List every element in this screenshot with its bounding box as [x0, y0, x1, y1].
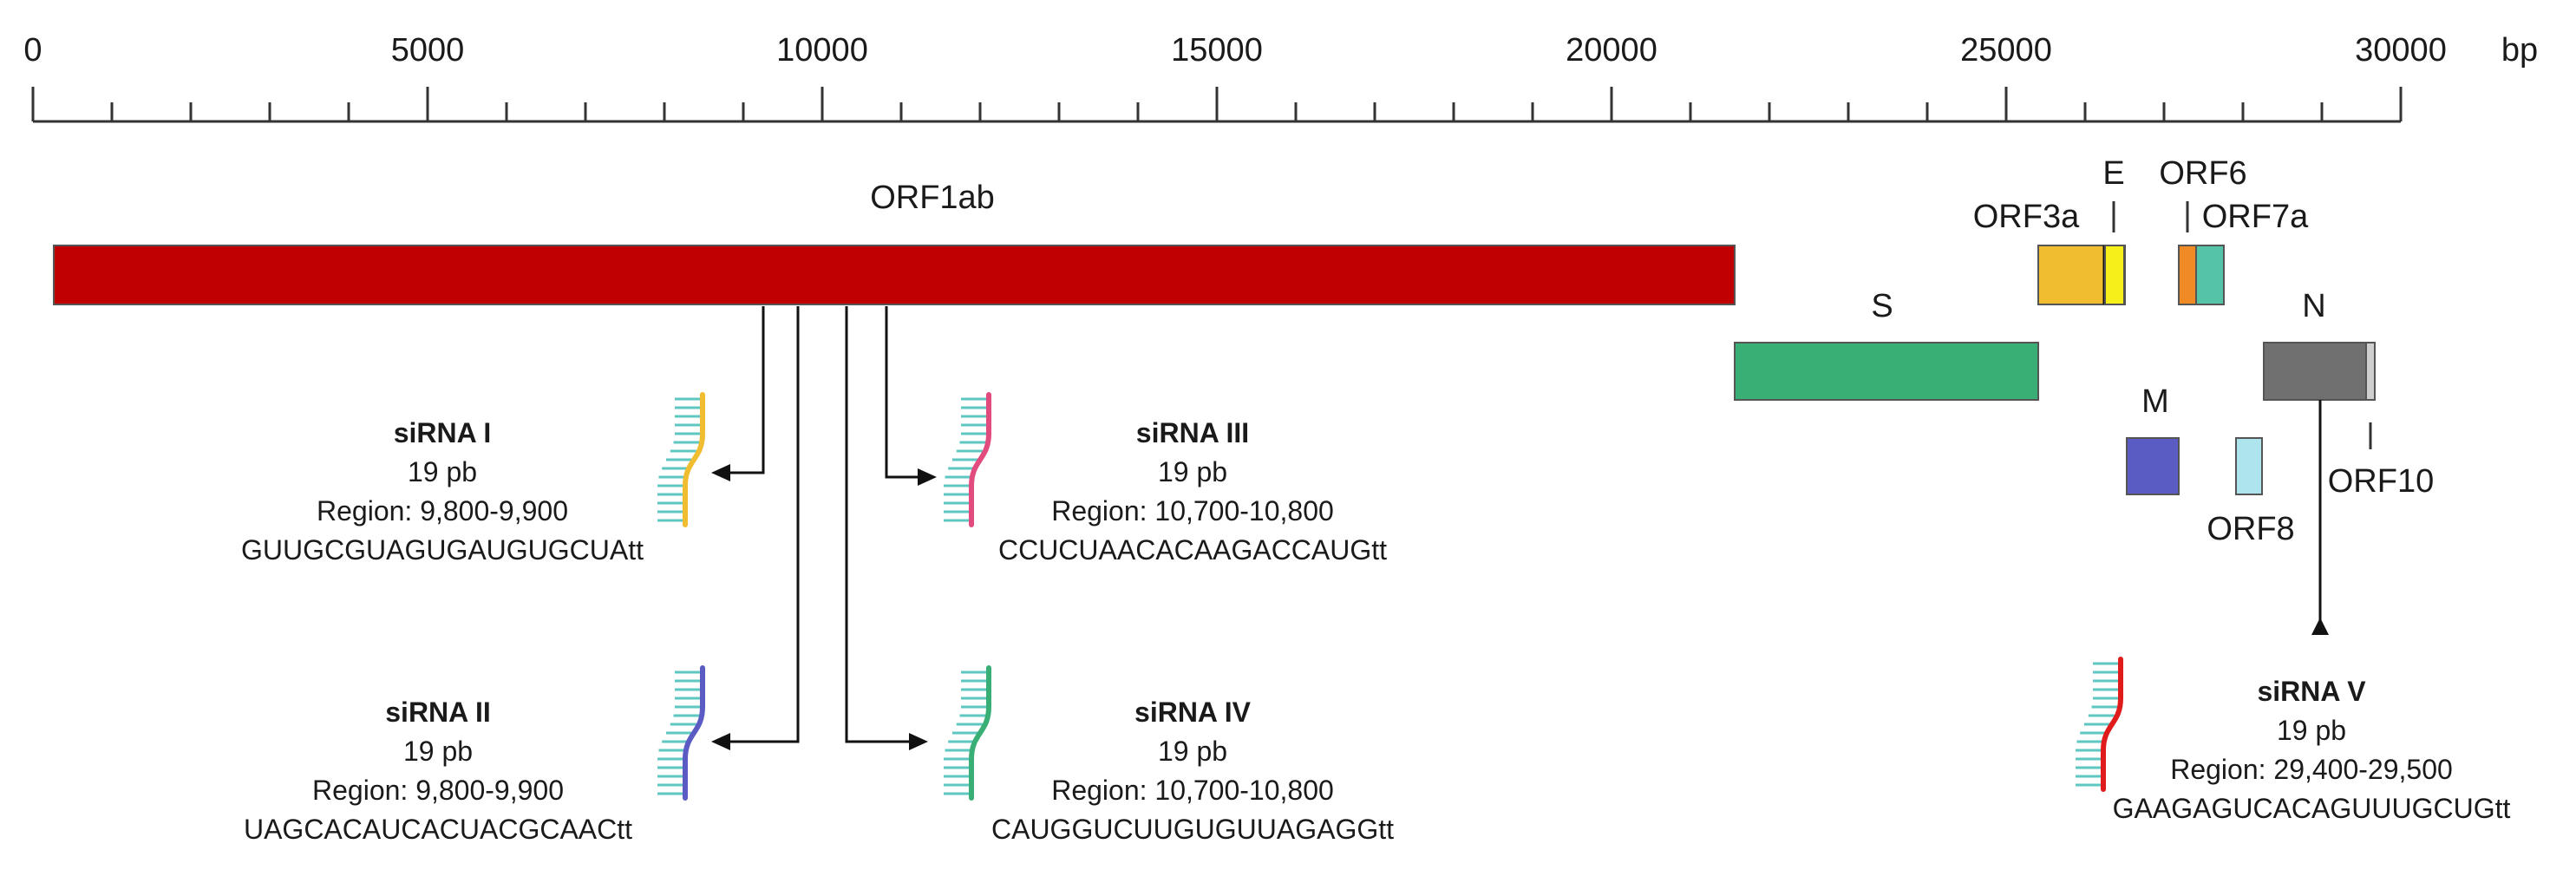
- gene-orf8: [2235, 437, 2263, 495]
- tick-label-0: 0: [23, 32, 42, 69]
- sirna-glyph-sirna-ii: [657, 665, 705, 801]
- tick-label-5000: 5000: [391, 32, 465, 69]
- gene-label-orf10: ORF10: [2328, 463, 2434, 500]
- arrowhead-siRNA-IV: [909, 733, 928, 750]
- arrowhead-siRNA-II: [711, 733, 730, 750]
- gene-label-orf6: ORF6: [2159, 155, 2246, 192]
- sirna-II-title: siRNA II: [385, 697, 491, 728]
- tick-label-20000: 20000: [1566, 32, 1657, 69]
- sirna-V-length: 19 pb: [2277, 715, 2346, 746]
- gene-label-orf7a: ORF7a: [2202, 199, 2309, 235]
- gene-label-n: N: [2302, 288, 2325, 324]
- sirna-II-length: 19 pb: [403, 736, 473, 767]
- sirna-IV-sequence: CAUGGUCUUGUGUUAGAGGtt: [991, 814, 1394, 845]
- sirna-IV-region: Region: 10,700-10,800: [1051, 775, 1334, 806]
- gene-label-orf8: ORF8: [2207, 511, 2294, 547]
- genes: ORF1ab S ORF3a E ORF6 ORF7a M ORF8 N ORF…: [53, 155, 2434, 547]
- connector-siRNA-II: [729, 306, 800, 743]
- sirna-III-region: Region: 10,700-10,800: [1051, 495, 1334, 527]
- sirna-III-title: siRNA III: [1136, 417, 1249, 448]
- gene-s: [1734, 342, 2039, 401]
- sirna-I-region: Region: 9,800-9,900: [317, 495, 568, 527]
- axis-ticks: [31, 87, 2403, 121]
- sirna-glyph-sirna-iii: [944, 392, 991, 527]
- gene-m: [2126, 437, 2180, 495]
- sirna-glyph-sirna-v: [2076, 657, 2123, 792]
- gene-label-m: M: [2141, 383, 2169, 420]
- sirna-I-sequence: GUUGCGUAGUGAUGUGCUAtt: [241, 534, 644, 566]
- sirna-II-region: Region: 9,800-9,900: [312, 775, 564, 806]
- arrowhead-siRNA-V: [2311, 618, 2329, 635]
- gene-label-orf3a: ORF3a: [1973, 199, 2080, 235]
- sirna-V-title: siRNA V: [2257, 676, 2366, 707]
- sirna-annotations: siRNA I 19 pb Region: 9,800-9,900 GUUGCG…: [241, 417, 2510, 845]
- sirna-glyphs: [657, 392, 2123, 801]
- gene-label-s: S: [1871, 288, 1893, 324]
- sirna-I-length: 19 pb: [408, 456, 477, 487]
- gene-orf1ab: [53, 245, 1736, 305]
- tick-label-30000: 30000: [2355, 32, 2447, 69]
- tick-label-25000: 25000: [1960, 32, 2052, 69]
- sirna-II-sequence: UAGCACAUCACUACGCAACtt: [244, 814, 632, 845]
- gene-label-orf1ab: ORF1ab: [870, 180, 995, 216]
- sirna-glyph-sirna-iv: [944, 665, 991, 801]
- sirna-V-sequence: GAAGAGUCACAGUUUGCUGtt: [2113, 793, 2511, 824]
- connector-siRNA-III: [885, 306, 919, 479]
- gene-n: [2263, 342, 2367, 401]
- connector-siRNA-I: [729, 306, 765, 474]
- sirna-IV-title: siRNA IV: [1134, 697, 1252, 728]
- arrowhead-siRNA-III: [918, 468, 937, 486]
- gene-orf7a: [2195, 245, 2225, 305]
- connector-siRNA-IV: [845, 306, 911, 743]
- tick-label-10000: 10000: [776, 32, 868, 69]
- sirna-IV-length: 19 pb: [1158, 736, 1227, 767]
- scale-axis: 0 5000 10000 15000 20000 25000 30000 bp: [23, 32, 2538, 123]
- sirna-V-region: Region: 29,400-29,500: [2170, 754, 2453, 785]
- sirna-I-title: siRNA I: [394, 417, 492, 448]
- sirna-glyph-sirna-i: [657, 392, 705, 527]
- sirna-III-length: 19 pb: [1158, 456, 1227, 487]
- arrowhead-siRNA-I: [711, 464, 730, 481]
- gene-orf10: [2365, 342, 2376, 401]
- gene-orf6: [2178, 245, 2197, 305]
- sirna-connectors: [711, 306, 2329, 750]
- gene-e: [2104, 245, 2125, 305]
- tick-label-15000: 15000: [1171, 32, 1263, 69]
- axis-unit: bp: [2501, 32, 2538, 69]
- sirna-III-sequence: CCUCUAACACAAGACCAUGtt: [998, 534, 1387, 566]
- gene-label-e: E: [2102, 155, 2124, 192]
